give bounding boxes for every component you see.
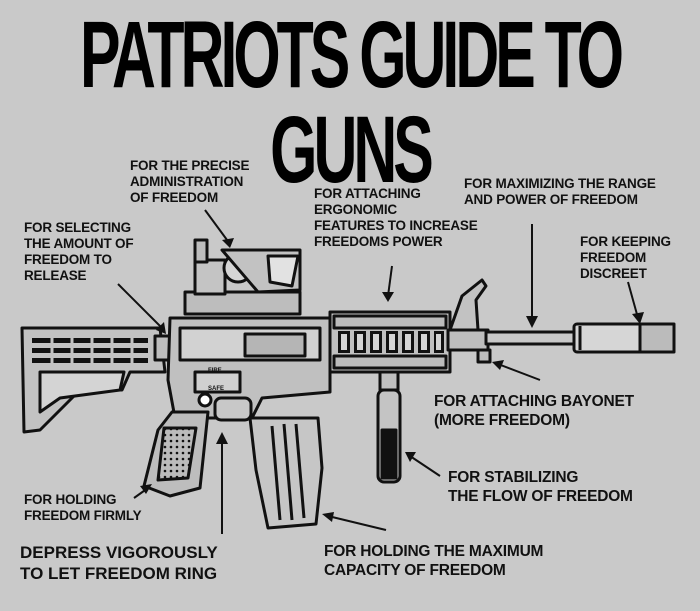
label-magazine: FOR HOLDING THE MAXIMUM CAPACITY OF FREE… [324, 543, 544, 579]
arrow-suppressor [627, 281, 639, 319]
handguard [328, 310, 452, 374]
foregrip [376, 370, 402, 484]
arrow-bayonet [497, 363, 541, 381]
optic-sight [183, 238, 302, 316]
callout-lines [117, 209, 639, 534]
label-barrel: FOR MAXIMIZING THE RANGE AND POWER OF FR… [464, 176, 656, 207]
label-rails: FOR ATTACHING ERGONOMIC FEATURES TO INCR… [314, 186, 478, 249]
label-foregrip: FOR STABILIZING THE FLOW OF FREEDOM [448, 469, 633, 505]
fire-marking: FIRE [208, 368, 222, 374]
magazine [248, 416, 324, 530]
label-bayonet: FOR ATTACHING BAYONET (MORE FREEDOM) [434, 393, 634, 429]
stock [20, 326, 177, 434]
label-selector: FOR SELECTING THE AMOUNT OF FREEDOM TO R… [24, 220, 134, 283]
arrow-selector [117, 283, 165, 331]
receiver [166, 316, 332, 422]
label-grip: FOR HOLDING FREEDOM FIRMLY [24, 492, 142, 523]
poster-title: PATRIOTS GUIDE TO GUNS [79, 1, 624, 203]
arrow-foregrip [409, 455, 441, 477]
arrow-sight [204, 209, 231, 245]
label-suppressor: FOR KEEPING FREEDOM DISCREET [580, 234, 671, 281]
arrow-magazine [327, 515, 387, 531]
label-trigger: DEPRESS VIGOROUSLY TO LET FREEDOM RING [20, 543, 218, 583]
arrow-rails [387, 265, 393, 297]
pistol-grip [142, 410, 210, 498]
front-sight [446, 278, 492, 364]
label-sight: FOR THE PRECISE ADMINISTRATION OF FREEDO… [130, 158, 250, 205]
safe-marking: SAFE [208, 386, 224, 392]
barrel [484, 322, 676, 354]
arrowheads [140, 238, 644, 522]
